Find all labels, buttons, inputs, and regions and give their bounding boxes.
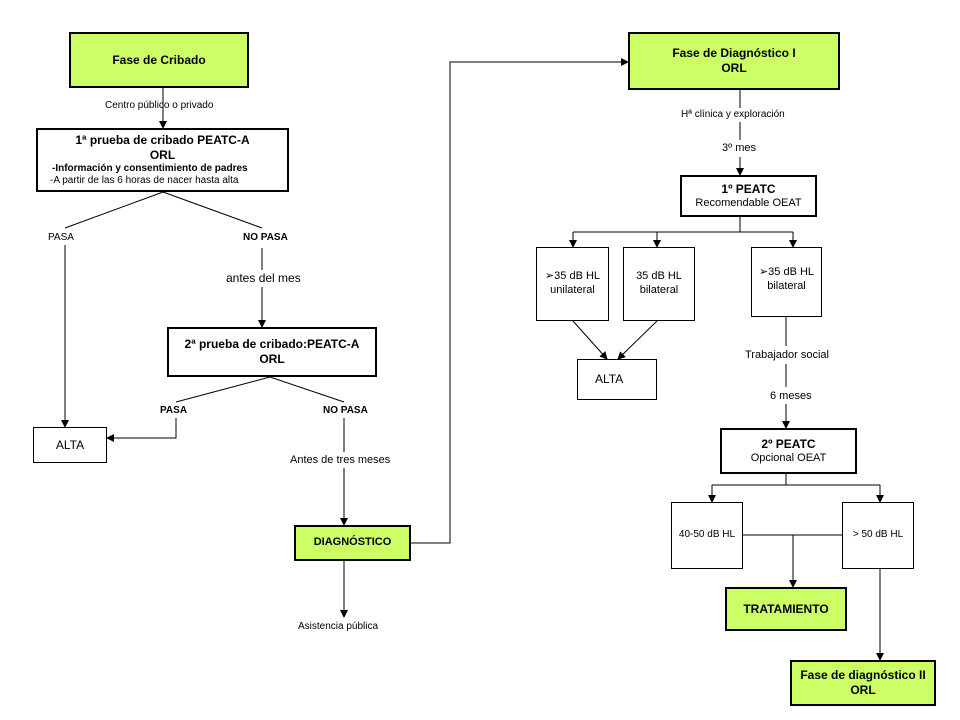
pass-label-2: PASA	[160, 405, 188, 416]
social-worker-label: Trabajador social	[745, 349, 829, 361]
option-bilateral-line2: bilateral	[639, 284, 679, 296]
second-peatc-subtitle: Opcional OEAT	[750, 451, 827, 464]
first-screening-consent: -Información y consentimiento de padres	[52, 162, 248, 174]
first-peatc-box: 1º PEATC Recomendable OEAT	[680, 175, 817, 217]
line-prueba1-to-nopasa	[162, 191, 263, 229]
alta-box-right: ALTA	[577, 359, 657, 400]
first-screening-title: 1ª prueba de cribado PEATC-A	[75, 132, 250, 147]
public-private-center-label: Centro público o privado	[105, 100, 214, 111]
public-assistance-label: Asistencia pública	[298, 621, 379, 632]
first-screening-orl: ORL	[149, 147, 176, 162]
treatment-label: TRATAMIENTO	[743, 601, 829, 616]
line-prueba2-to-pasa	[175, 376, 271, 403]
clinical-history-label: Hª clínica y exploración	[681, 109, 785, 120]
second-peatc-box: 2º PEATC Opcional OEAT	[720, 428, 857, 474]
treatment-box: TRATAMIENTO	[725, 587, 847, 631]
diagnosis-phase-1-box: Fase de Diagnóstico I ORL	[628, 32, 840, 90]
option-unilateral-line2: unilateral	[550, 284, 595, 296]
arrow-right-icon: ➢	[758, 266, 769, 278]
diagnosis-phase-2-box: Fase de diagnóstico II ORL	[790, 660, 936, 706]
option-bilateral-line1: 35 dB HL	[636, 270, 682, 283]
third-month-label: 3º mes	[722, 142, 756, 154]
diagnosis-label: DIAGNÓSTICO	[313, 536, 392, 549]
arrow-diagnostico-to-fase1	[411, 58, 629, 544]
alta-label-left: ALTA	[55, 437, 85, 452]
screening-phase-label: Fase de Cribado	[112, 52, 206, 67]
range-over-50-box: > 50 dB HL	[842, 502, 914, 569]
arrow-opt2-to-alta	[617, 320, 658, 360]
pass-label-1: PASA	[48, 232, 74, 243]
second-screening-box: 2ª prueba de cribado:PEATC-A ORL	[167, 327, 377, 377]
diagnosis-phase-2-title: Fase de diagnóstico II	[800, 668, 926, 682]
option-bilateral-box: 35 dB HL bilateral	[623, 247, 695, 321]
second-screening-title: 2ª prueba de cribado:PEATC-A	[184, 337, 360, 351]
range-40-50-box: 40-50 dB HL	[671, 502, 743, 569]
option-bilateral-severe-line2: bilateral	[767, 279, 806, 292]
range-40-50-label: 40-50 dB HL	[678, 529, 736, 541]
line-prueba2-to-nopasa	[269, 376, 345, 403]
alta-label-right: ALTA	[595, 372, 624, 386]
before-three-months-label: Antes de tres meses	[290, 454, 391, 466]
second-screening-orl: ORL	[259, 352, 285, 366]
arrow-right-icon: ➢	[544, 270, 555, 283]
option-unilateral-line1: ➢35 dB HL	[544, 270, 601, 283]
line-prueba1-to-pasa	[64, 191, 164, 229]
option-bilateral-severe-line1: ➢35 dB HL	[758, 266, 815, 278]
not-pass-label-2: NO PASA	[323, 405, 368, 416]
second-peatc-title: 2º PEATC	[761, 436, 816, 451]
diagnosis-phase-2-orl: ORL	[850, 683, 876, 697]
option-bilateral-severe-box: ➢35 dB HL bilateral	[751, 247, 822, 317]
diagnosis-phase-1-orl: ORL	[721, 61, 747, 75]
arrow-opt1-to-alta	[572, 320, 608, 360]
first-peatc-title: 1º PEATC	[721, 181, 776, 196]
before-month-label: antes del mes	[226, 271, 301, 285]
diagnosis-box: DIAGNÓSTICO	[294, 525, 411, 561]
first-screening-timing: -A partir de las 6 horas de nacer hasta …	[50, 175, 239, 186]
alta-box-left: ALTA	[33, 427, 107, 463]
not-pass-label-1: NO PASA	[243, 232, 288, 243]
range-over-50-label: > 50 dB HL	[852, 529, 904, 541]
six-months-label: 6 meses	[770, 390, 812, 402]
first-peatc-subtitle: Recomendable OEAT	[695, 196, 802, 209]
screening-phase-box: Fase de Cribado	[69, 32, 249, 88]
arrow-pasa2-to-alta	[106, 418, 177, 442]
option-unilateral-box: ➢35 dB HL unilateral	[536, 247, 609, 321]
diagnosis-phase-1-title: Fase de Diagnóstico I	[672, 46, 796, 60]
first-screening-box: 1ª prueba de cribado PEATC-A ORL -Inform…	[36, 128, 289, 192]
